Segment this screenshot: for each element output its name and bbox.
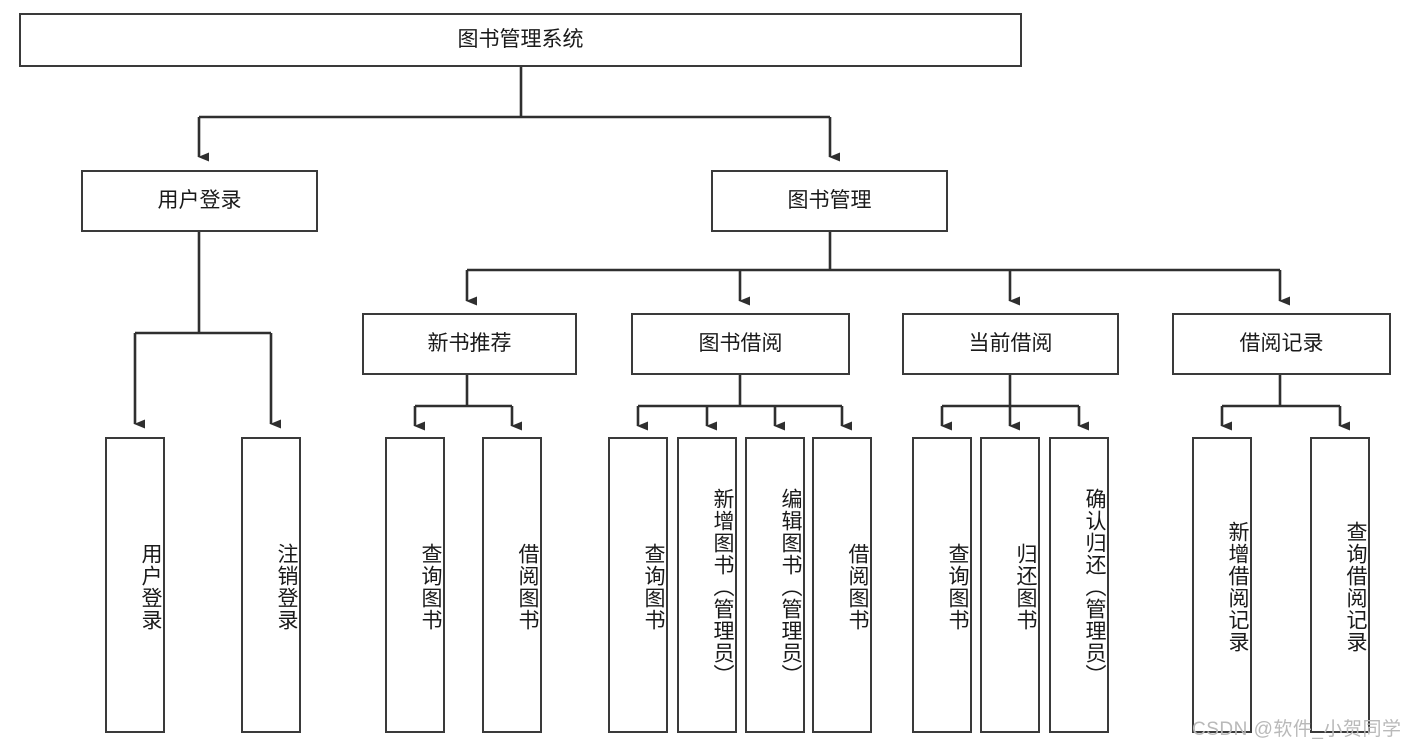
leaf-user-login-label: 用户登录 bbox=[139, 543, 162, 631]
node-current-borrow-label: 当前借阅 bbox=[968, 331, 1053, 355]
leaf-borrow-book-2[interactable]: 借阅图书 bbox=[812, 437, 872, 733]
leaf-edit-book[interactable]: 编辑图书（管理员） bbox=[745, 437, 805, 733]
node-borrow-record[interactable]: 借阅记录 bbox=[1172, 313, 1391, 375]
node-new-book-recommend-label: 新书推荐 bbox=[427, 331, 512, 355]
leaf-borrow-book-1-label: 借阅图书 bbox=[516, 543, 539, 631]
node-book-manage-label: 图书管理 bbox=[787, 188, 872, 212]
leaf-borrow-book-2-label: 借阅图书 bbox=[846, 543, 869, 631]
leaf-add-book[interactable]: 新增图书（管理员） bbox=[677, 437, 737, 733]
node-root-label: 图书管理系统 bbox=[457, 27, 584, 51]
leaf-borrow-book-1[interactable]: 借阅图书 bbox=[482, 437, 542, 733]
leaf-add-record-label: 新增借阅记录 bbox=[1226, 521, 1249, 653]
leaf-return-book-label: 归还图书 bbox=[1014, 543, 1037, 631]
leaf-query-book-2[interactable]: 查询图书 bbox=[608, 437, 668, 733]
leaf-query-book-1[interactable]: 查询图书 bbox=[385, 437, 445, 733]
node-current-borrow[interactable]: 当前借阅 bbox=[902, 313, 1119, 375]
leaf-user-logout-label: 注销登录 bbox=[275, 543, 298, 631]
node-borrow-record-label: 借阅记录 bbox=[1239, 331, 1324, 355]
leaf-user-logout[interactable]: 注销登录 bbox=[241, 437, 301, 733]
leaf-user-login[interactable]: 用户登录 bbox=[105, 437, 165, 733]
leaf-query-record-label: 查询借阅记录 bbox=[1344, 521, 1367, 653]
leaf-return-book[interactable]: 归还图书 bbox=[980, 437, 1040, 733]
leaf-query-book-2-label: 查询图书 bbox=[642, 543, 665, 631]
node-user-login-label: 用户登录 bbox=[157, 188, 242, 212]
node-root[interactable]: 图书管理系统 bbox=[19, 13, 1022, 67]
node-new-book-recommend[interactable]: 新书推荐 bbox=[362, 313, 577, 375]
leaf-confirm-return[interactable]: 确认归还（管理员） bbox=[1049, 437, 1109, 733]
leaf-add-record[interactable]: 新增借阅记录 bbox=[1192, 437, 1252, 733]
leaf-query-book-1-label: 查询图书 bbox=[419, 543, 442, 631]
node-book-borrow-label: 图书借阅 bbox=[698, 331, 783, 355]
node-user-login[interactable]: 用户登录 bbox=[81, 170, 318, 232]
node-book-manage[interactable]: 图书管理 bbox=[711, 170, 948, 232]
leaf-add-book-label: 新增图书（管理员） bbox=[711, 488, 734, 686]
node-book-borrow[interactable]: 图书借阅 bbox=[631, 313, 850, 375]
leaf-query-record[interactable]: 查询借阅记录 bbox=[1310, 437, 1370, 733]
leaf-edit-book-label: 编辑图书（管理员） bbox=[779, 488, 802, 686]
leaf-confirm-return-label: 确认归还（管理员） bbox=[1083, 488, 1106, 686]
leaf-query-book-3-label: 查询图书 bbox=[946, 543, 969, 631]
leaf-query-book-3[interactable]: 查询图书 bbox=[912, 437, 972, 733]
